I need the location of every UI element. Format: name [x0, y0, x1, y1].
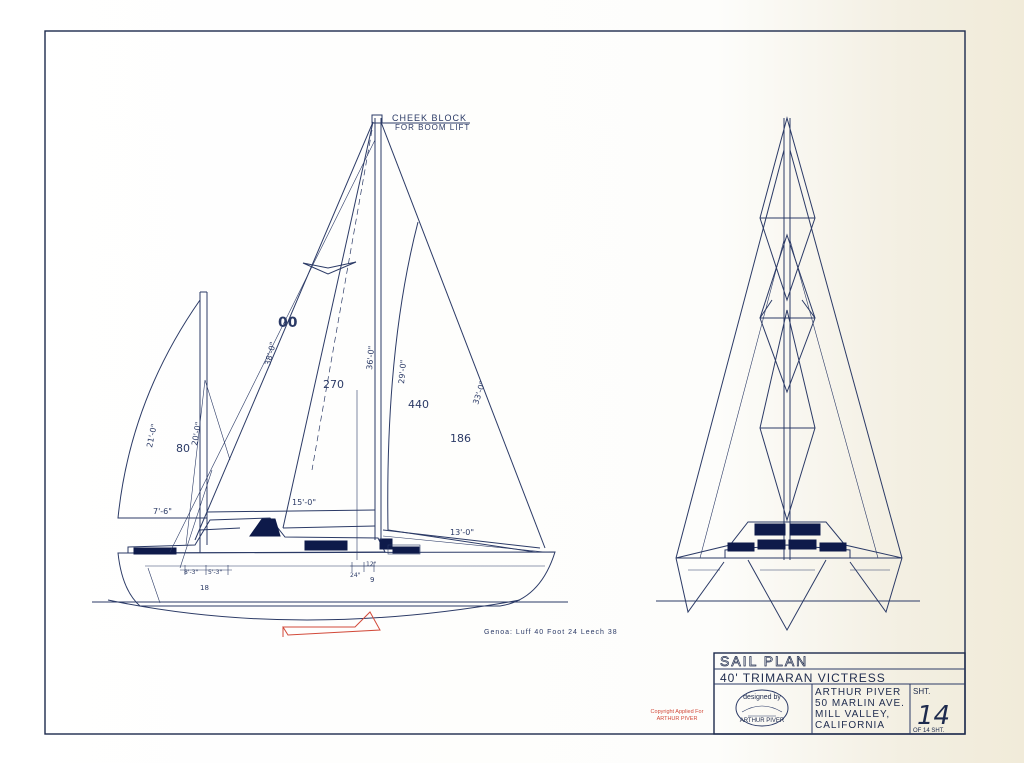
dim-d4: 24" [350, 572, 361, 579]
sheet-number: 14 [917, 701, 950, 731]
genoa-area: 186 [450, 432, 471, 445]
logo-top-text: designed by [743, 694, 781, 701]
dim-d2: 5'-3" [208, 569, 222, 576]
sail-insignia [302, 261, 357, 275]
cabin-window [249, 518, 281, 537]
address-line1: 50 MARLIN AVE. [815, 698, 905, 709]
callout-line1: CHEEK BLOCK [392, 113, 467, 123]
address-line3: CALIFORNIA [815, 720, 885, 731]
ama-hull [107, 599, 521, 621]
mizzen-sail [117, 299, 201, 519]
mizzen-area: 80 [176, 442, 190, 455]
dim-d5: 12" [366, 561, 377, 568]
designer-logo [735, 689, 789, 727]
dim-d1: 8'-3" [184, 569, 198, 576]
jib-area: 440 [408, 398, 429, 411]
sail-number: 00 [278, 315, 298, 331]
main-leech: 38'-0" [263, 341, 278, 367]
address-line2: MILL VALLEY, [815, 709, 890, 720]
mizzen-foot: 7'-6" [153, 507, 172, 516]
main-boom [206, 509, 376, 513]
jib-sail [387, 221, 536, 553]
dim-d6: 9 [370, 576, 374, 584]
main-sail-luff [282, 121, 374, 529]
callout-line2: FOR BOOM LIFT [395, 123, 470, 132]
title-block: SAIL PLAN 40' TRIMARAN VICTRESS designed… [713, 652, 966, 735]
cheek-block [371, 114, 383, 124]
logo-bottom-text: ARTHUR PIVER [740, 718, 785, 724]
forestay [380, 121, 546, 549]
center-hull [747, 559, 827, 632]
sheet-label: SHT. [913, 687, 930, 696]
side-elevation [92, 114, 568, 637]
main-area: 270 [323, 378, 344, 391]
port-ama [675, 557, 725, 614]
starboard-ama [849, 557, 903, 614]
mizzen-luff: 20'-0" [190, 421, 203, 446]
dim-d3: 18 [200, 584, 209, 592]
front-elevation [656, 116, 920, 632]
title: SAIL PLAN [720, 653, 808, 669]
designer-name: ARTHUR PIVER [815, 687, 901, 698]
subtitle: 40' TRIMARAN VICTRESS [720, 671, 886, 685]
copyright-line1: Copyright Applied For [651, 709, 704, 715]
sheet-total: OF 14 SHT. [913, 728, 945, 734]
main-foot: 15'-0" [292, 498, 316, 507]
genoa-foot: 13'-0" [450, 528, 474, 537]
mizzen-leech: 21'-0" [145, 423, 159, 448]
genoa-note: Genoa: Luff 40 Foot 24 Leech 38 [484, 629, 618, 636]
jib-luff: 29'-0" [397, 359, 408, 384]
main-hull [117, 551, 556, 607]
main-luff: 36'-0" [365, 345, 376, 370]
drawing-border [44, 30, 966, 735]
copyright-line2: ARTHUR PIVER [657, 716, 698, 722]
main-sail-leech [194, 121, 374, 541]
upper-diamond [759, 116, 816, 302]
keel-revision [282, 611, 381, 636]
